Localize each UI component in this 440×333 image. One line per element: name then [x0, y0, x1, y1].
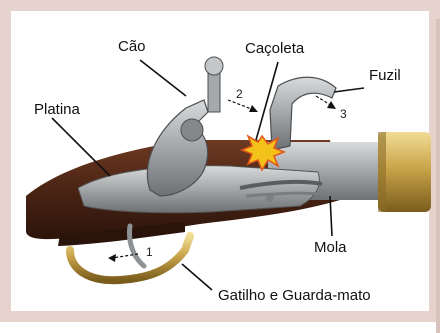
- flintlock-diagram: Cão Caçoleta Fuzil Platina Mola Gatilho …: [0, 0, 440, 322]
- label-fuzil: Fuzil: [369, 67, 401, 84]
- step-2: 2: [236, 87, 243, 101]
- label-mola: Mola: [314, 239, 347, 256]
- label-gatilho: Gatilho e Guarda-mato: [218, 287, 371, 304]
- label-cao: Cão: [118, 38, 146, 55]
- label-platina: Platina: [34, 101, 81, 118]
- frizzen: [270, 77, 336, 150]
- step-3: 3: [340, 107, 347, 121]
- step-1: 1: [146, 245, 153, 259]
- label-cacoleta: Caçoleta: [245, 40, 305, 57]
